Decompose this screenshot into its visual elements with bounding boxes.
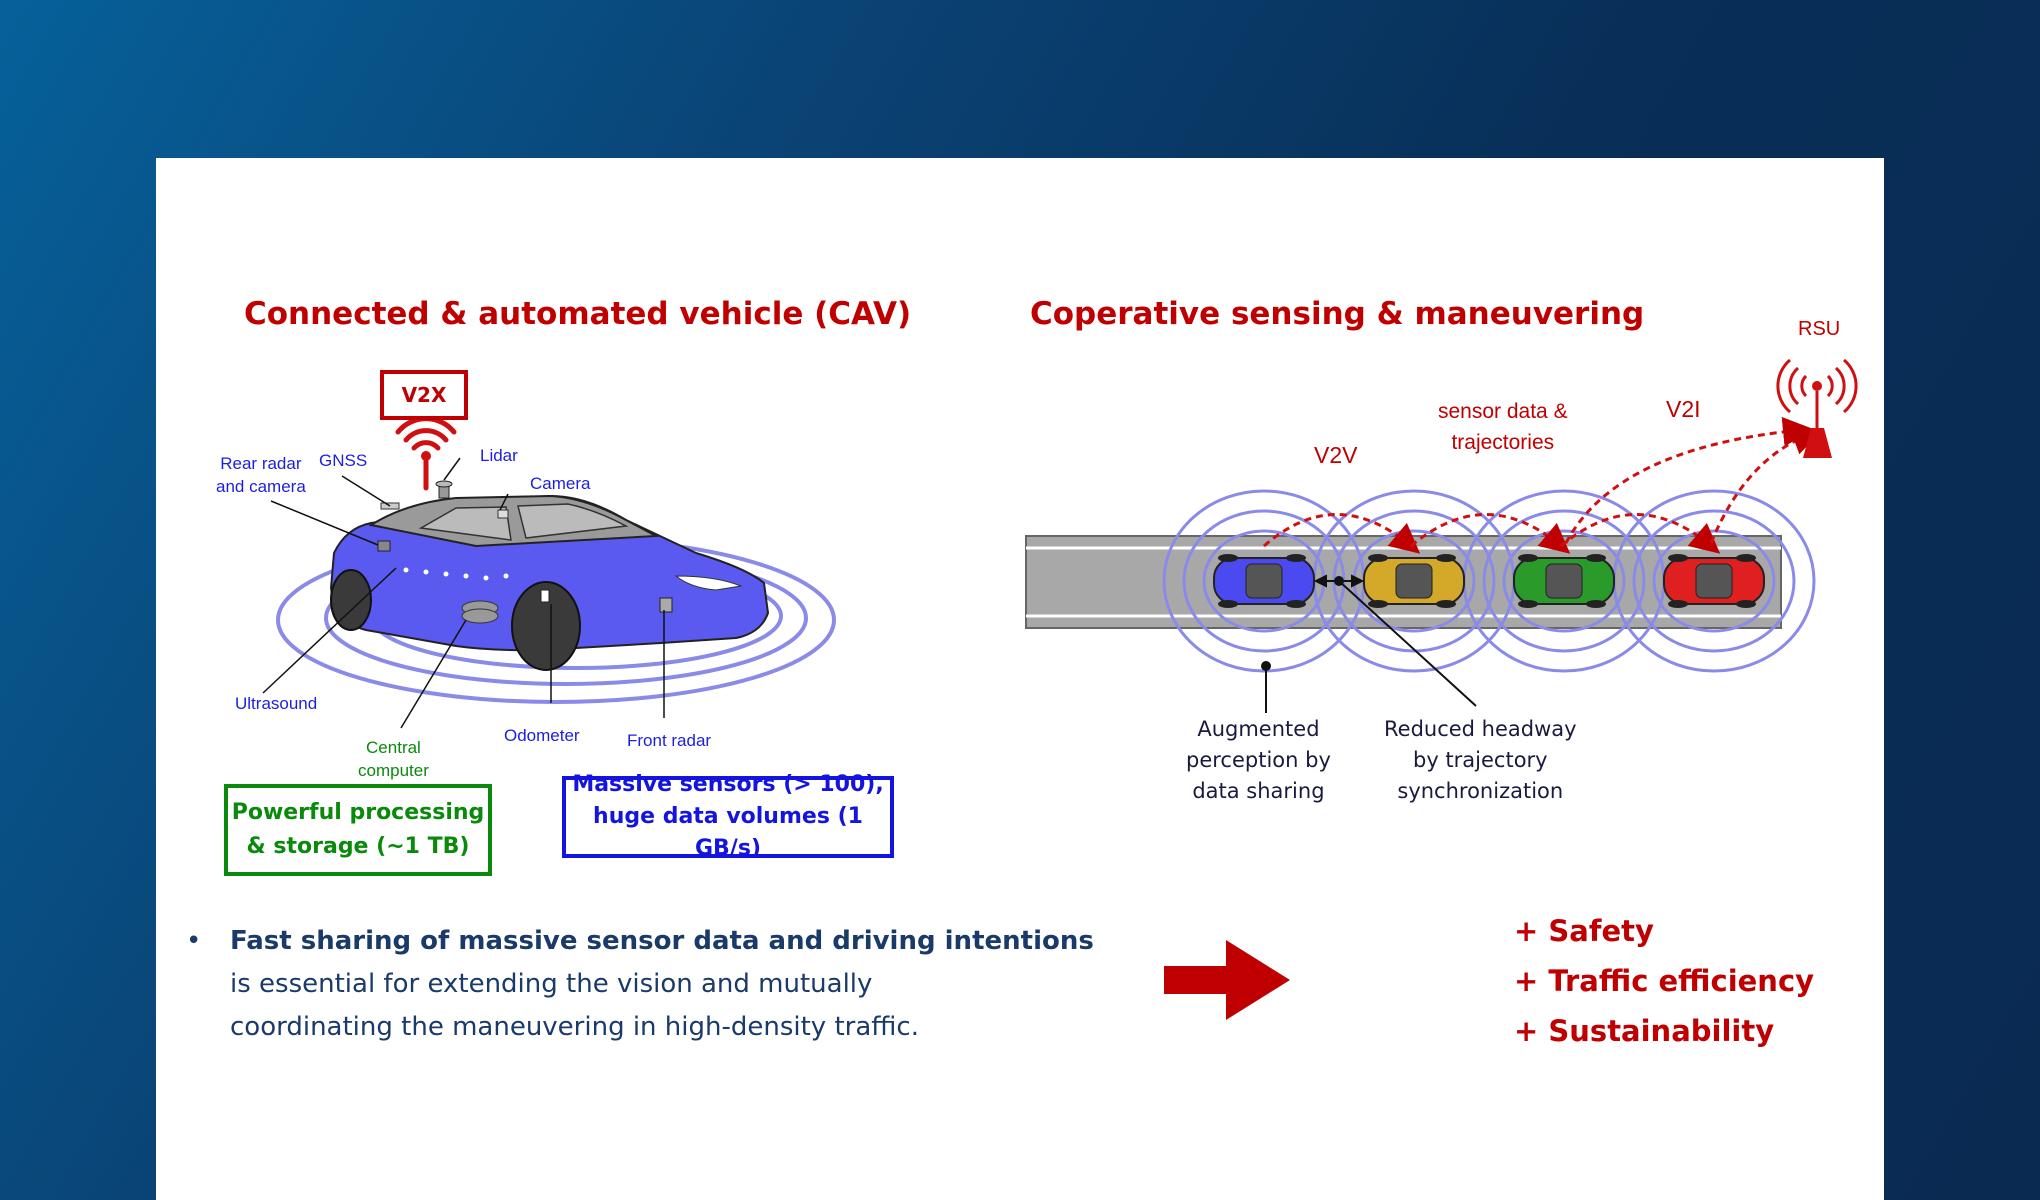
car-red-icon — [1663, 554, 1765, 608]
summary-bold: Fast sharing of massive sensor data and … — [230, 926, 1094, 956]
v2i-arrows — [1564, 416, 1823, 544]
benefit-traffic-efficiency: + Traffic efficiency — [1514, 964, 1815, 998]
car-blue-icon — [1213, 554, 1315, 608]
rsu-label: RSU — [1798, 318, 1841, 340]
gnss-label: GNSS — [319, 451, 368, 470]
rear-radar-label: Rear radar and camera — [216, 454, 306, 496]
summary-line-3: coordinating the maneuvering in high-den… — [230, 1012, 919, 1042]
bullet-icon: • — [186, 926, 202, 956]
v2v-label: V2V — [1314, 442, 1358, 468]
result-arrow-icon — [1164, 940, 1290, 1020]
sensors-box: Massive sensors (> 100), huge data volum… — [562, 772, 894, 861]
central-computer-label: Central computer — [358, 738, 429, 780]
slide: Connected & automated vehicle (CAV) V2X … — [156, 158, 1884, 1200]
rsu-tower-icon — [1776, 358, 1858, 458]
benefit-safety: + Safety — [1514, 914, 1654, 948]
sensor-data-label: sensor data & trajectories — [1438, 400, 1568, 454]
cooperative-title: Coperative sensing & maneuvering — [1030, 296, 1645, 332]
processing-box: Powerful processing & storage (~1 TB) — [224, 784, 492, 876]
car-yellow-icon — [1363, 554, 1465, 608]
diagram-graphics — [262, 358, 1858, 1020]
augmented-perception-caption: Augmented perception by data sharing — [1186, 717, 1331, 803]
summary-text: Fast sharing of massive sensor data and … — [230, 920, 1094, 1049]
sensor-leader-lines — [262, 457, 665, 729]
cav-title: Connected & automated vehicle (CAV) — [244, 296, 912, 332]
v2x-label: V2X — [380, 370, 468, 420]
odometer-label: Odometer — [504, 726, 580, 745]
benefit-sustainability: + Sustainability — [1514, 1014, 1775, 1048]
front-radar-label: Front radar — [627, 731, 712, 750]
reduced-headway-caption: Reduced headway by trajectory synchroniz… — [1384, 717, 1577, 803]
lidar-label: Lidar — [480, 446, 518, 465]
car-green-icon — [1513, 554, 1615, 608]
camera-label: Camera — [530, 474, 591, 493]
headway-arrow — [1261, 574, 1477, 713]
summary-line-2: is essential for extending the vision an… — [230, 969, 873, 999]
cav-car-icon — [329, 480, 770, 671]
v2i-label: V2I — [1666, 396, 1701, 422]
ultrasound-label: Ultrasound — [235, 694, 318, 713]
